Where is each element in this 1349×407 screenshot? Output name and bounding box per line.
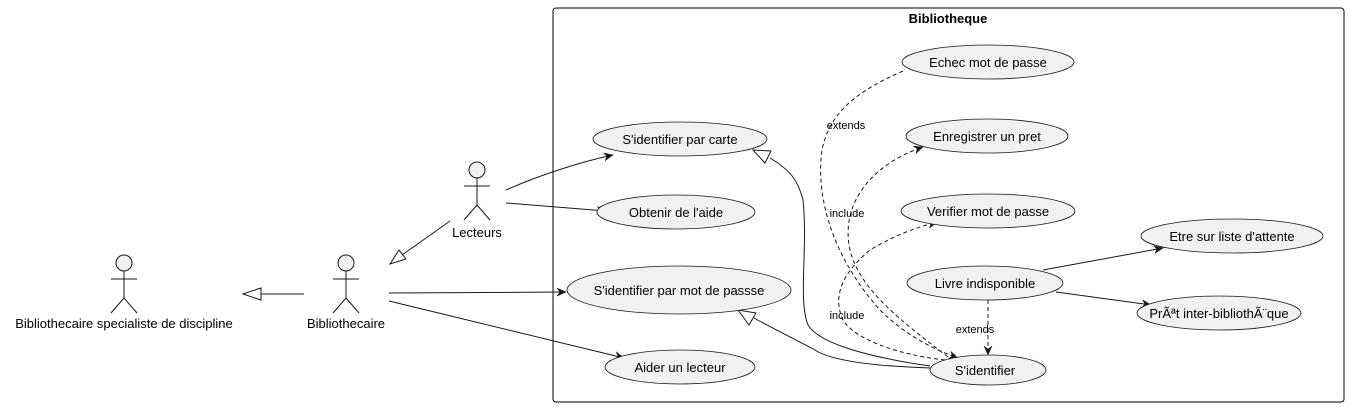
use-case-carte: S'identifier par carte [592,121,768,157]
include-sident-pret [847,147,949,358]
assoc-bibliothecaire-aider [388,300,624,358]
use-case-aider-label: Aider un lecteur [634,360,726,375]
actor-bibliothecaire: Bibliothecaire [307,254,385,331]
use-case-pret-label: Enregistrer un pret [933,129,1041,144]
assoc-livre-pib [1055,291,1151,305]
use-case-verifier-label: Verifier mot de passe [927,204,1049,219]
generalization-arrowhead-mdp [736,309,757,326]
use-case-pret: Enregistrer un pret [905,118,1069,154]
label-include-pret: include [830,208,865,220]
use-case-livre-label: Livre indisponible [935,276,1035,291]
use-case-sident: S'identifier [929,354,1047,386]
generalization-sident-mdp [753,317,931,369]
generalization-sident-carte [769,157,931,367]
label-extends-livre: extends [956,324,995,336]
include-sident-verifier [838,222,946,361]
use-case-mdp-label: S'identifier par mot de passse [594,283,765,298]
stick-figure-icon [110,254,138,314]
label-include-verifier: include [830,310,865,322]
use-case-carte-label: S'identifier par carte [622,132,737,147]
use-case-pib-label: PrÃªt inter-bibliothÃ¨que [1149,306,1288,321]
actor-specialiste: Bibliothecaire specialiste de discipline [15,254,233,331]
system-title: Bibliotheque [909,11,988,26]
assoc-livre-attente [1042,248,1163,271]
generalization-arrowhead-lecteurs [388,249,407,265]
use-case-sident-label: S'identifier [955,363,1016,378]
actor-bibliothecaire-label: Bibliothecaire [307,316,385,331]
actor-specialiste-label: Bibliothecaire specialiste de discipline [15,316,233,331]
use-case-echec: Echec mot de passe [901,44,1075,80]
use-case-aide: Obtenir de l'aide [596,194,756,230]
use-case-echec-label: Echec mot de passe [929,55,1047,70]
use-case-aider: Aider un lecteur [604,349,756,385]
use-case-aide-label: Obtenir de l'aide [629,205,723,220]
use-case-attente-label: Etre sur liste d'attente [1169,229,1294,244]
system-boundary [552,7,1345,403]
use-case-livre: Livre indisponible [906,265,1064,301]
use-case-mdp: S'identifier par mot de passse [566,265,792,315]
use-case-pib: PrÃªt inter-bibliothÃ¨que [1136,295,1302,331]
generalization-arrowhead-carte [751,149,772,164]
actor-lecteurs-label: Lecteurs [452,225,502,240]
stick-figure-icon [463,161,491,221]
stick-figure-icon [332,254,360,314]
generalization-bibliothecaire-lecteurs [401,220,451,256]
actor-lecteurs: Lecteurs [452,161,502,240]
generalization-arrowhead-bibliothecaire [241,287,262,301]
use-case-attente: Etre sur liste d'attente [1140,218,1324,254]
label-extends-echec: extends [827,120,866,132]
assoc-lecteurs-aide [505,202,606,211]
assoc-bibliothecaire-mdp [388,292,566,293]
assoc-lecteurs-carte [505,155,613,191]
use-case-verifier: Verifier mot de passe [900,193,1076,229]
